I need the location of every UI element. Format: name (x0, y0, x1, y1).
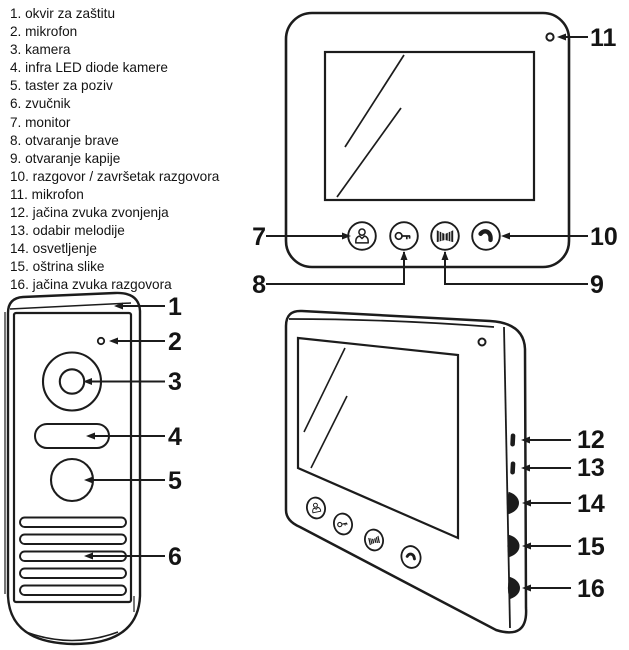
screen-reflection-line (336, 107, 402, 198)
side-controls (510, 433, 516, 475)
legend-item-1: 1. okvir za zaštitu (10, 6, 116, 21)
callout-number-10: 10 (590, 223, 618, 251)
callout-number-2: 2 (168, 328, 182, 356)
monitor-front-view: 7 8 9 10 11 (252, 11, 618, 299)
callout-number-8: 8 (252, 271, 266, 299)
callout-leaders-front (266, 36, 588, 285)
screen-reflection-line (344, 54, 405, 148)
callout-arrowheads-front (342, 33, 566, 260)
door-lock-button (389, 221, 419, 251)
side-buttons (306, 496, 422, 569)
monitor-screen-side (296, 336, 460, 540)
callout-number-15: 15 (577, 533, 605, 561)
legend-item-9: 9. otvaranje kapije (10, 150, 121, 166)
callout-number-11: 11 (590, 24, 617, 52)
callout-number-16: 16 (577, 575, 605, 603)
legend-item-11: 11. mikrofon (10, 186, 84, 202)
body-top-edge-line (288, 318, 495, 328)
cover-top-edge-line (9, 302, 132, 310)
callout-number-5: 5 (168, 467, 182, 495)
monitor-button (306, 496, 326, 520)
screen-reflection-line (303, 347, 346, 433)
callout-leaders-side (530, 439, 571, 589)
legend-item-15: 15. oštrina slike (10, 259, 105, 275)
callout-number-13: 13 (577, 454, 605, 482)
legend-item-13: 13. odabir melodije (10, 223, 125, 239)
legend-item-6: 6. zvučnik (10, 96, 71, 112)
callout-number-3: 3 (168, 368, 182, 396)
talk-button (471, 221, 501, 251)
callout-leaders-door (92, 305, 165, 557)
door-lock-button (333, 512, 353, 536)
legend-item-7: 7. monitor (10, 114, 71, 130)
talk-button (400, 545, 422, 569)
legend-item-4: 4. infra LED diode kamere (10, 60, 168, 76)
gate-open-button (430, 221, 460, 251)
callout-number-12: 12 (577, 426, 605, 454)
door-station-view: 1 2 3 4 5 6 (4, 291, 182, 646)
gate-open-button (364, 528, 384, 552)
legend-item-8: 8. otvaranje brave (10, 132, 119, 148)
callout-number-6: 6 (168, 543, 182, 571)
callout-number-7: 7 (252, 223, 266, 251)
legend-item-5: 5. taster za poziv (10, 78, 113, 94)
callout-number-14: 14 (577, 490, 605, 518)
legend-item-14: 14. osvetljenje (10, 241, 97, 257)
microphone-hole (96, 336, 106, 346)
callout-number-4: 4 (168, 423, 182, 451)
front-panel (12, 311, 133, 604)
callout-arrowheads-side (521, 436, 531, 592)
screen-reflection-line (310, 395, 348, 469)
melody-select-control (510, 461, 516, 475)
callout-arrowheads-door (83, 302, 123, 560)
legend-item-12: 12. jačina zvuka zvonjenja (10, 205, 169, 221)
legend-item-16: 16. jačina zvuka razgovora (10, 277, 172, 293)
callout-number-9: 9 (590, 271, 604, 299)
legend-item-2: 2. mikrofon (10, 24, 78, 40)
microphone-hole (545, 32, 555, 42)
microphone-hole (477, 337, 487, 347)
callout-number-1: 1 (168, 293, 182, 321)
monitor-side-view: 12 13 14 15 16 (284, 309, 605, 634)
cover-bottom-rim (25, 631, 119, 642)
body-right-edge-line (503, 326, 511, 629)
legend-item-3: 3. kamera (10, 42, 71, 58)
ring-volume-control (510, 433, 516, 447)
monitor-screen (323, 50, 536, 202)
legend-item-10: 10. razgovor / završetak razgovora (10, 168, 220, 184)
legend-list: 1. okvir za zaštitu 2. mikrofon 3. kamer… (10, 5, 219, 295)
